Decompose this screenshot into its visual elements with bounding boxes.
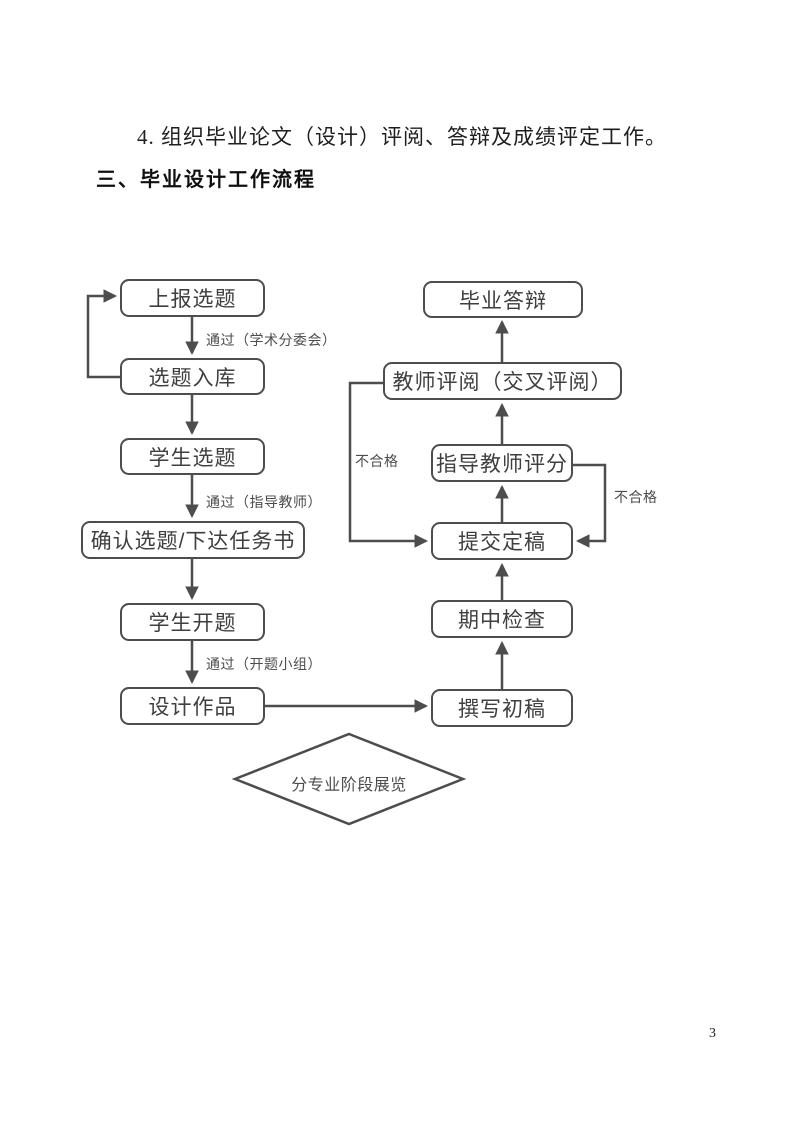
edge-label-pass-academic-committee: 通过（学术分委会） xyxy=(206,332,337,348)
edge-label-fail-right: 不合格 xyxy=(614,489,658,505)
flow-node-report-topic: 上报选题 xyxy=(120,279,265,317)
page-number: 3 xyxy=(709,1026,716,1041)
paragraph-item-4: 4. 组织毕业论文（设计）评阅、答辩及成绩评定工作。 xyxy=(137,125,667,149)
flow-node-advisor-score: 指导教师评分 xyxy=(431,444,573,482)
section-heading: 三、毕业设计工作流程 xyxy=(96,169,316,191)
flow-node-submit-final: 提交定稿 xyxy=(431,522,573,560)
flow-node-design-work: 设计作品 xyxy=(120,687,265,725)
flow-node-stage-exhibition-label: 分专业阶段展览 xyxy=(291,777,407,794)
edge-label-fail-left: 不合格 xyxy=(355,453,399,469)
edge-label-pass-proposal-group: 通过（开题小组） xyxy=(206,656,322,672)
edge-library-back-to-report xyxy=(86,289,120,379)
flow-node-student-proposal: 学生开题 xyxy=(120,603,265,641)
exhibition-diamond-shape xyxy=(231,732,467,826)
flow-node-graduation-defense: 毕业答辩 xyxy=(423,281,583,318)
edge-advisor-score-fail-to-submit-final xyxy=(573,463,607,548)
flow-node-midterm-check: 期中检查 xyxy=(431,600,573,638)
flow-node-write-draft: 撰写初稿 xyxy=(431,689,573,727)
flow-node-confirm-topic: 确认选题/下达任务书 xyxy=(81,521,305,559)
edge-label-pass-advisor: 通过（指导教师） xyxy=(206,494,322,510)
edge-teacher-review-fail-to-submit-final xyxy=(348,381,429,548)
flow-node-topic-library: 选题入库 xyxy=(120,358,265,395)
flow-node-teacher-review: 教师评阅（交叉评阅） xyxy=(383,362,622,400)
flow-node-student-select-topic: 学生选题 xyxy=(120,438,265,475)
